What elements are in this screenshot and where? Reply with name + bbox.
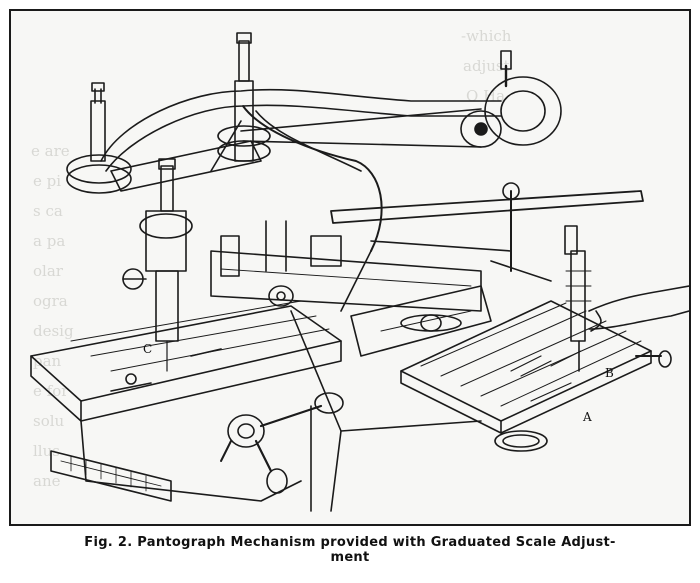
figure-caption: Fig. 2. Pantograph Mechanism provided wi… bbox=[0, 535, 700, 565]
base-frame bbox=[290, 310, 482, 512]
belt-drive bbox=[240, 50, 562, 148]
center-spindle bbox=[217, 32, 271, 162]
pantograph-bars bbox=[210, 182, 644, 357]
work-table bbox=[30, 300, 342, 502]
svg-text:a pa: a pa bbox=[33, 232, 65, 250]
svg-text:e pi: e pi bbox=[33, 172, 61, 190]
pantograph-drawing: -which adjust O Ha e are e pi s ca a pa … bbox=[30, 27, 689, 512]
svg-text:solu: solu bbox=[33, 412, 65, 430]
svg-text:desig: desig bbox=[33, 322, 74, 340]
handwheel bbox=[220, 392, 344, 494]
bleed-through-text: -which adjust O Ha e are e pi s ca a pa … bbox=[31, 27, 512, 490]
label-a: A bbox=[582, 410, 592, 424]
svg-text:llus: llus bbox=[33, 442, 60, 460]
svg-text:olar: olar bbox=[33, 262, 64, 280]
svg-text:ane: ane bbox=[33, 472, 61, 490]
left-pulley bbox=[66, 82, 132, 194]
tracer-stylus bbox=[564, 225, 689, 372]
label-b: B bbox=[605, 366, 614, 380]
tracing-table bbox=[400, 300, 672, 452]
label-c: C bbox=[143, 342, 152, 356]
svg-text:s ca: s ca bbox=[33, 202, 63, 220]
svg-text:adjust: adjust bbox=[463, 57, 510, 75]
svg-text:pan: pan bbox=[33, 352, 62, 370]
figure-illustration: -which adjust O Ha e are e pi s ca a pa … bbox=[9, 9, 691, 526]
svg-text:ogra: ogra bbox=[33, 292, 68, 310]
svg-text:e are: e are bbox=[31, 142, 70, 160]
cutting-spindle bbox=[122, 158, 193, 372]
caption-line-2: ment bbox=[330, 550, 370, 565]
caption-line-1: Fig. 2. Pantograph Mechanism provided wi… bbox=[84, 535, 616, 550]
svg-text:-which: -which bbox=[461, 27, 512, 45]
